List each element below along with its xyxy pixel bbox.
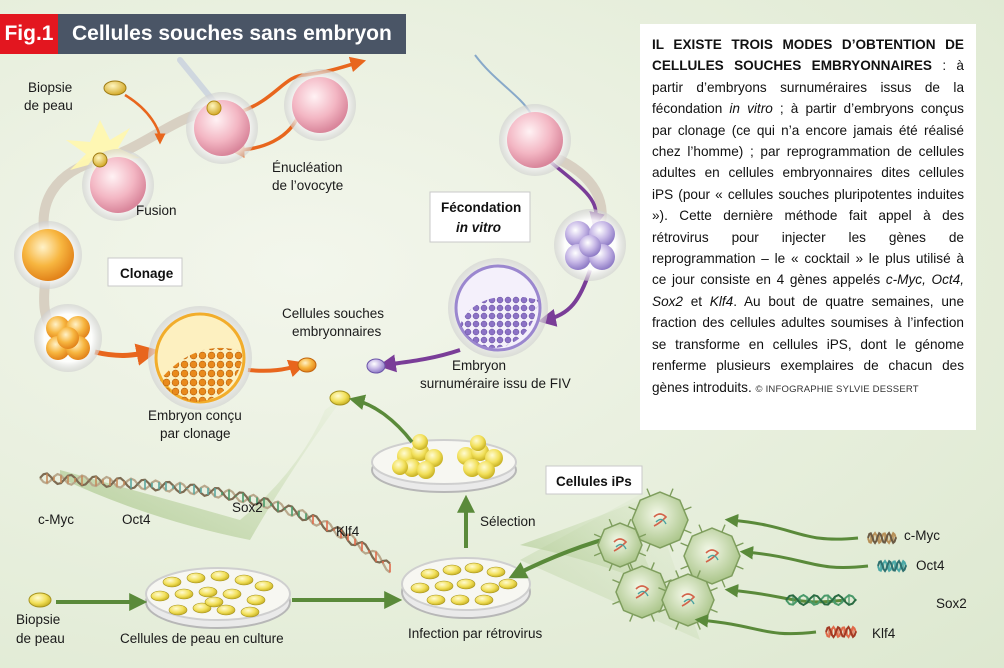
info-p4: . Au bout de quatre semaines, une fracti… — [652, 293, 964, 395]
ips-box — [545, 465, 643, 495]
label-biopsie2-l2: de peau — [16, 631, 65, 646]
info-gene4: Klf4 — [709, 293, 734, 309]
stem-cell-clone — [297, 357, 317, 373]
ovocyte-enucleation — [194, 100, 250, 156]
label-embryon-fiv-l2: surnuméraire issu de FIV — [420, 376, 571, 391]
blastocyst-clone-icm — [160, 347, 244, 402]
arrow-biopsie-to-fusion — [124, 93, 166, 145]
ips-colony-left — [392, 434, 443, 479]
label-fecondation-l1: Fécondation — [441, 200, 521, 215]
label-enucleation-l1: Énucléation — [272, 160, 343, 175]
label-cellules-souches-l1: Cellules souches — [282, 306, 384, 321]
label-r-cmyc: c-Myc — [904, 528, 940, 543]
fusion-nucleus — [92, 152, 108, 168]
info-p1: : à partir d’embryons surnuméraires issu… — [652, 58, 964, 117]
label-fusion: Fusion — [136, 203, 177, 218]
arrow-to-blastocyst — [94, 343, 159, 366]
arrow-fiv-to-stemcell — [377, 348, 461, 373]
label-biopsie1-l1: Biopsie — [28, 80, 72, 95]
label-embryon-clone-l1: Embryon conçu — [148, 408, 242, 423]
label-cmyc: c-Myc — [38, 512, 74, 527]
info-p2: ; à partir d’embryons conçus par clonage… — [652, 101, 964, 288]
label-biopsie2-l1: Biopsie — [16, 612, 60, 627]
info-box: IL EXISTE TROIS MODES D’OBTENTION DE CEL… — [640, 24, 976, 430]
morula-clone — [46, 316, 90, 360]
label-r-klf4: Klf4 — [872, 626, 896, 641]
zoom-funnel-left — [60, 395, 345, 540]
label-fecondation-l2: in vitro — [456, 220, 501, 235]
label-biopsie1-l2: de peau — [24, 98, 73, 113]
label-clonage: Clonage — [120, 266, 174, 281]
ips-cell-selected — [329, 390, 351, 406]
label-klf4: Klf4 — [336, 524, 360, 539]
morula-fiv — [565, 221, 615, 270]
label-oct4: Oct4 — [122, 512, 151, 527]
dna-helix-main — [39, 472, 391, 574]
nucleus-removed — [206, 100, 222, 116]
label-r-sox2: Sox2 — [936, 596, 967, 611]
arrow-colony-to-cell — [348, 394, 414, 444]
culture-cells — [150, 570, 274, 618]
label-enucleation-l2: de l’ovocyte — [272, 178, 343, 193]
info-credit: © INFOGRAPHIE SYLVIE DESSERT — [755, 383, 919, 395]
figure-title: Cellules souches sans embryon — [58, 14, 406, 54]
info-p3: et — [682, 293, 710, 309]
skin-sample-top — [103, 80, 127, 96]
stem-cell-fiv — [366, 358, 386, 374]
label-r-oct4: Oct4 — [916, 558, 945, 573]
info-genes: c-Myc, Oct4, Sox2 — [652, 272, 965, 309]
label-cellules-souches-l2: embryonnaires — [292, 324, 382, 339]
zygote-clone — [22, 229, 74, 281]
label-cellules-ips: Cellules iPs — [556, 474, 632, 489]
info-lead: IL EXISTE TROIS MODES D’OBTENTION DE CEL… — [652, 37, 964, 74]
label-selection: Sélection — [480, 514, 536, 529]
infection-cells — [410, 562, 518, 606]
figure-number: Fig.1 — [0, 14, 58, 54]
label-embryon-fiv-l1: Embryon — [452, 358, 506, 373]
petri-dish-ips — [371, 434, 517, 493]
fecondation-box — [429, 191, 531, 243]
ips-colony-right — [457, 435, 503, 479]
label-infection: Infection par rétrovirus — [408, 626, 543, 641]
blastocyst-fiv-icm — [460, 296, 538, 348]
label-embryon-clone-l2: par clonage — [160, 426, 231, 441]
label-culture: Cellules de peau en culture — [120, 631, 284, 646]
gene-arrows-right — [694, 513, 907, 639]
fusion-cell — [90, 157, 146, 213]
ovocyte-empty — [292, 77, 348, 133]
skin-sample-bottom — [28, 592, 52, 608]
arrow-to-stemcell-clone — [247, 359, 307, 377]
info-p1-em: in vitro — [729, 101, 773, 117]
label-sox2: Sox2 — [232, 500, 263, 515]
clonage-box — [107, 257, 183, 287]
ovocyte-fiv — [507, 112, 563, 168]
